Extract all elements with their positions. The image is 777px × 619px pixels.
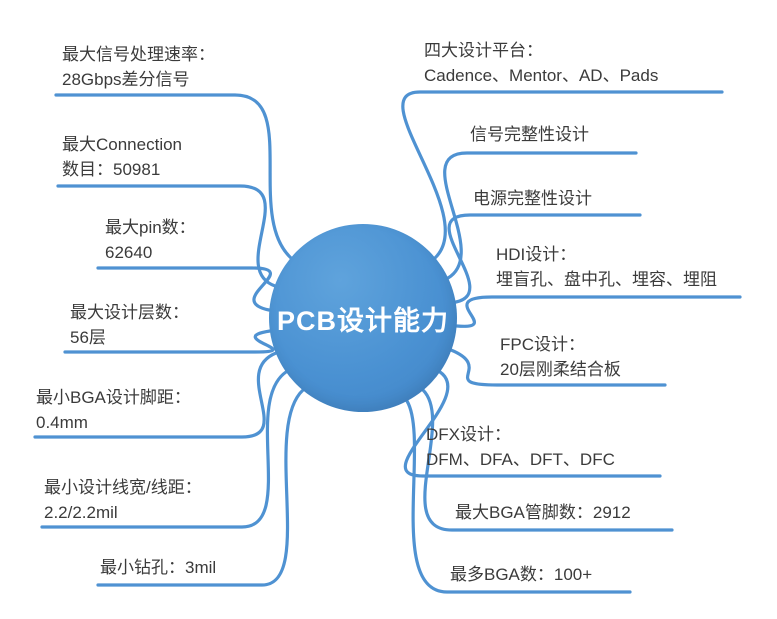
branch-label-platforms: 四大设计平台： Cadence、Mentor、AD、Pads xyxy=(424,38,658,88)
branch-label-max-layers: 最大设计层数： 56层 xyxy=(70,300,189,350)
branch-label-min-drill: 最小钻孔：3mil xyxy=(100,555,216,580)
label-line: 四大设计平台： xyxy=(424,41,543,60)
label-line: 数目：50981 xyxy=(62,160,161,179)
branch-label-max-bga-pins: 最大BGA管脚数：2912 xyxy=(455,500,631,525)
branch-label-si-design: 信号完整性设计 xyxy=(470,122,589,147)
label-line: 56层 xyxy=(70,328,106,347)
label-line: 信号完整性设计 xyxy=(470,125,589,144)
central-topic-node: PCB设计能力 xyxy=(269,224,457,412)
branch-label-min-trace: 最小设计线宽/线距： 2.2/2.2mil xyxy=(44,475,202,525)
branch-label-dfx-design: DFX设计： DFM、DFA、DFT、DFC xyxy=(426,422,615,472)
label-line: FPC设计： xyxy=(500,335,585,354)
label-line: HDI设计： xyxy=(496,245,577,264)
label-line: 最大设计层数： xyxy=(70,303,189,322)
branch-label-max-pin: 最大pin数： 62640 xyxy=(105,215,196,265)
label-line: 最大BGA管脚数：2912 xyxy=(455,503,631,522)
branch-label-max-signal-rate: 最大信号处理速率： 28Gbps差分信号 xyxy=(62,42,215,92)
branch-curve-right-3 xyxy=(455,295,742,328)
label-line: 2.2/2.2mil xyxy=(44,503,118,522)
branch-label-max-connection: 最大Connection 数目：50981 xyxy=(62,132,182,182)
label-line: 62640 xyxy=(105,243,153,262)
label-line: 最小设计线宽/线距： xyxy=(44,478,202,497)
branch-label-hdi-design: HDI设计： 埋盲孔、盘中孔、埋容、埋阻 xyxy=(496,242,717,292)
label-line: 0.4mm xyxy=(36,413,88,432)
label-line: 电源完整性设计 xyxy=(473,189,592,208)
label-line: 最大信号处理速率： xyxy=(62,45,215,64)
label-line: 最多BGA数：100+ xyxy=(450,565,593,584)
branch-label-fpc-design: FPC设计： 20层刚柔结合板 xyxy=(500,332,621,382)
label-line: DFM、DFA、DFT、DFC xyxy=(426,450,615,469)
central-topic-label: PCB设计能力 xyxy=(276,305,449,336)
label-line: 28Gbps差分信号 xyxy=(62,70,190,89)
branch-curve-right-0 xyxy=(401,90,724,260)
branch-label-min-bga-pitch: 最小BGA设计脚距： 0.4mm xyxy=(36,385,191,435)
label-line: 最小钻孔：3mil xyxy=(100,558,217,577)
label-line: Cadence、Mentor、AD、Pads xyxy=(424,66,659,85)
branch-label-pi-design: 电源完整性设计 xyxy=(473,186,592,211)
label-line: DFX设计： xyxy=(426,425,511,444)
label-line: 埋盲孔、盘中孔、埋容、埋阻 xyxy=(496,270,717,289)
label-line: 最大Connection xyxy=(62,135,183,154)
label-line: 最大pin数： xyxy=(105,218,196,237)
branch-label-max-bga-count: 最多BGA数：100+ xyxy=(450,562,592,587)
label-line: 最小BGA设计脚距： xyxy=(36,388,191,407)
label-line: 20层刚柔结合板 xyxy=(500,360,621,379)
